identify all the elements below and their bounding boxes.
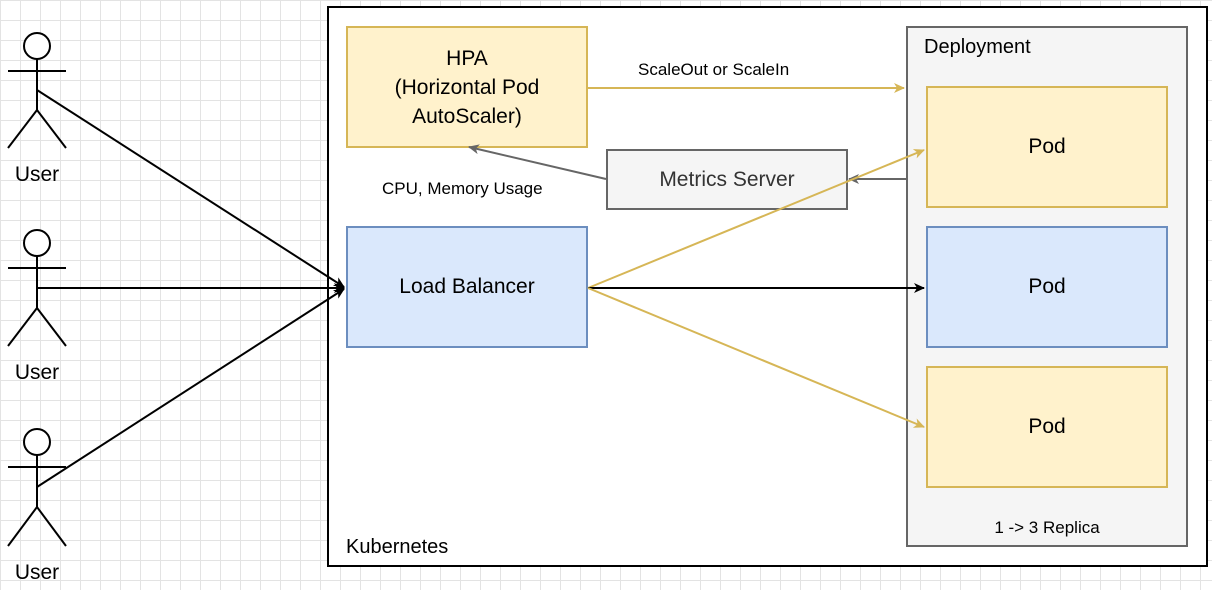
load-balancer-node: Load Balancer [346,226,588,348]
pod-node-2: Pod [926,226,1168,348]
user-actor-2 [7,229,67,347]
user1-to-lb-edge [36,89,345,288]
user-label-2: User [14,361,60,384]
user-actor-3 [7,428,67,547]
hpa-line-1: HPA [446,46,488,70]
hpa-text: HPA (Horizontal Pod AutoScaler) [395,44,540,131]
kubernetes-label: Kubernetes [346,536,449,558]
hpa-node: HPA (Horizontal Pod AutoScaler) [346,26,588,148]
deployment-label: Deployment [924,36,1031,58]
metrics-server-node: Metrics Server [606,149,848,210]
replica-label: 1 -> 3 Replica [994,518,1100,537]
user-label-3: User [14,561,60,584]
load-balancer-label: Load Balancer [399,275,535,298]
scale-edge-label: ScaleOut or ScaleIn [638,60,790,79]
user-actor-1 [7,32,67,149]
hpa-line-2: (Horizontal Pod [394,75,540,99]
usage-edge-label: CPU, Memory Usage [382,179,543,198]
user-label-1: User [14,163,60,186]
user3-to-lb-edge [36,288,345,488]
pod-node-1: Pod [926,86,1168,208]
pod-label-2: Pod [1028,275,1066,298]
pod-node-3: Pod [926,366,1168,488]
pod-label-3: Pod [1028,415,1066,438]
pod-label-1: Pod [1028,135,1066,158]
metrics-server-label: Metrics Server [659,167,795,191]
hpa-line-3: AutoScaler) [412,104,522,128]
